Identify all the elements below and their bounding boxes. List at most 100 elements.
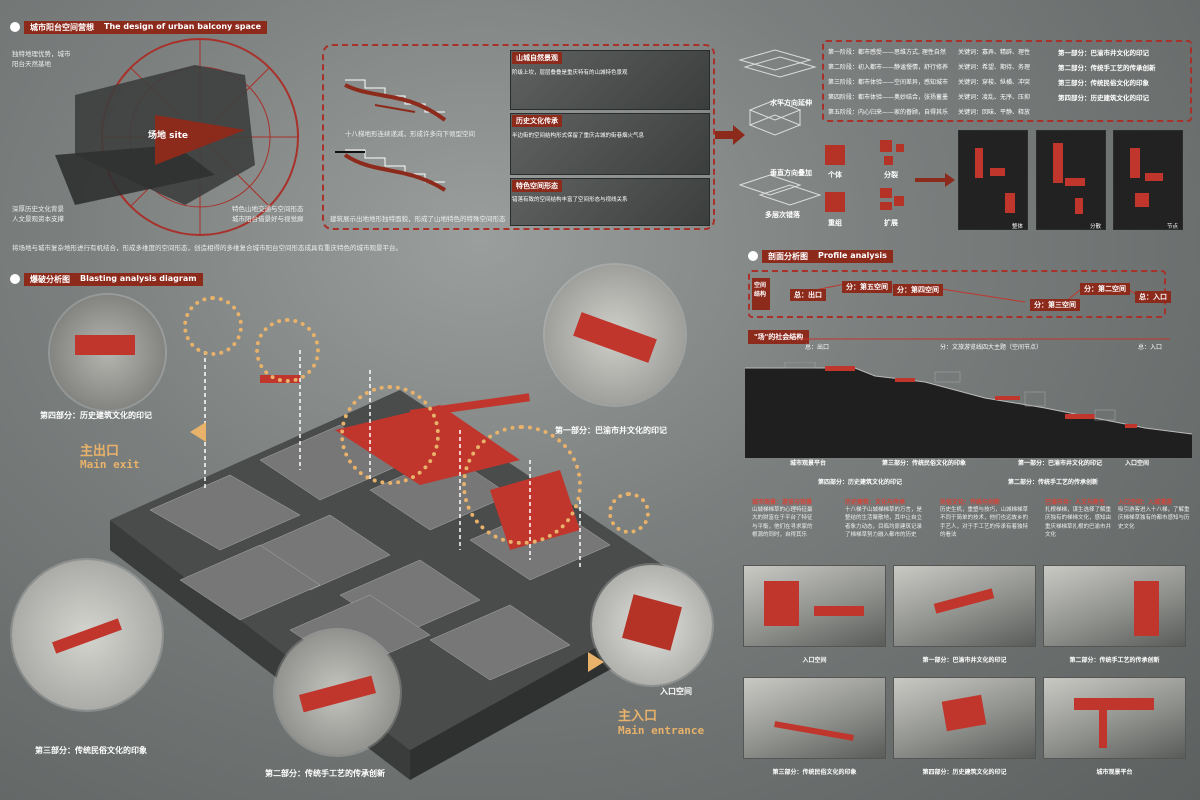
panel-text-2: 半边街的空间结构形式保留了重庆古城的街巷烟火气息: [512, 133, 645, 139]
strategy-vertical: 垂直方向叠加: [770, 169, 812, 177]
section-profile-drawing: [745, 362, 1192, 458]
blast-title-en: Blasting analysis diagram: [80, 273, 197, 283]
blast-part4: 第四部分：历史建筑文化的印记: [40, 411, 152, 420]
site-summary: 将场地与城市复杂地形进行有机结合，形成多维度的空间形态，创造相得的多维复合城市阳…: [12, 244, 402, 252]
bullet-icon: [10, 274, 20, 284]
column-body-5: 吸引游客进入十八梯，了解重庆梯梯草独有的都市感知与历史文化: [1118, 507, 1190, 530]
arrow-right-icon-2: [915, 173, 955, 187]
struct-node-2: 分：第五空间: [842, 281, 892, 293]
part-name-4: 第四部分：历史建筑文化的印记: [1058, 93, 1149, 102]
part-kw-3: 关键词：穿梭、纵横、冲突: [958, 79, 1031, 86]
column-title-4: 巴渝市井：人文与新生: [1045, 499, 1106, 506]
column-title-3: 民俗文化：传统与创新: [940, 499, 1001, 506]
struct-node-5: 分：第二空间: [1080, 283, 1130, 295]
site-text-3: 特色山地交通与空间形态 城市阳台借景好与视觉廊: [232, 205, 304, 223]
render-entrance: [743, 565, 886, 647]
entrance-marker-icon: [588, 652, 604, 672]
individual-icon: [825, 145, 845, 165]
section-header-blast: 爆破分析图 Blasting analysis diagram: [10, 272, 203, 286]
social-structure-label: "场"的社会结构: [748, 330, 810, 344]
column-title-5: 入口空间：入城漫游: [1118, 499, 1173, 506]
social-mid: 分：文旅游览线四大主题（空间节点）: [940, 344, 1043, 351]
part-name-1: 第一部分：巴渝市井文化的印记: [1058, 48, 1149, 57]
split-icon: [880, 140, 892, 152]
render-part1: [893, 565, 1036, 647]
part-kw-1: 关键词：寡弄、精辟、理性: [958, 49, 1031, 56]
detail-circle-part4: [50, 295, 165, 410]
part-kw-2: 关键词：希望、期待、务理: [958, 64, 1031, 71]
map-label-3: 节点: [1167, 224, 1179, 230]
node-analysis-box: [322, 44, 715, 230]
social-entrance: 总：入口: [1138, 344, 1163, 351]
plan-red-marks: [975, 143, 1163, 214]
struct-node-4: 分：第三空间: [1030, 299, 1080, 311]
part-stage-4: 第四阶段：都市体验——奥妙结合，张扬蓄墨: [828, 94, 949, 101]
main-entrance-cn: 主入口: [618, 709, 658, 724]
column-body-2: 十八梯子山城梯梯草的万言，是整结的生活聚散地，其中让自立者象力动态，目临均原建筑…: [845, 507, 923, 538]
render-caption-5: 第四部分：历史建筑文化的印记: [922, 769, 1007, 776]
render-caption-2: 第一部分：巴渝市井文化的印记: [922, 657, 1007, 664]
focus-ring-1: [183, 296, 243, 356]
panel-title-3: 特色空间形态: [512, 180, 562, 192]
part-name-3: 第三部分：传统民俗文化的印象: [1058, 78, 1149, 87]
render-part2: [1043, 565, 1186, 647]
header-en: The design of urban balcony space: [104, 21, 262, 31]
part-kw-4: 关键词：凌乱、无序、压抑: [958, 94, 1031, 101]
column-title-2: 历史建筑：文化与传承: [845, 499, 906, 506]
header-cn: 城市阳台空间营想: [30, 22, 94, 32]
plan-map-1: [958, 130, 1028, 230]
main-exit-en: Main exit: [80, 458, 140, 471]
parts-box: [822, 40, 1192, 122]
label-individual: 个体: [828, 171, 842, 179]
blast-entrance-space: 入口空间: [660, 687, 692, 696]
column-body-1: 山城梯梯草的心理特征最大的财富在于平台了特征与平衡，他们在寻求家的根源的同时，自…: [752, 507, 813, 538]
bullet-icon: [10, 22, 20, 32]
panel-text-1: 阶级上坎，层层叠叠是重庆特有的山城特色景观: [512, 70, 628, 76]
panel-title-2: 历史文化传承: [512, 115, 562, 127]
focus-ring-4: [462, 425, 582, 545]
site-label: 场地 site: [148, 131, 188, 141]
render-part4: [893, 677, 1036, 759]
render-caption-6: 城市观景平台: [1096, 769, 1133, 776]
column-body-4: 扎根梯梯，谋生选择了解重庆独有的梯梯文化，感知由重庆梯梯草扎根的巴渝市井文化: [1045, 507, 1112, 538]
column-body-3: 历史生机，重塑与技巧，山城梯梯草不同于简单的技术，他们也远故乡的手艺人，对于手工…: [940, 507, 1029, 538]
parts-table: 第一阶段：都市感受——思维方式, 理性自然 关键词：寡弄、精辟、理性 第一部分：巴渝…: [828, 44, 1188, 119]
part-name-2: 第二部分：传统手工艺的传承创新: [1058, 63, 1156, 72]
render-caption-1: 入口空间: [802, 657, 827, 664]
part-stage-2: 第二阶段：初入都市——静谧慢情，舒行修养: [828, 64, 949, 71]
render-viewing-platform: [1043, 677, 1186, 759]
expand-icon: [880, 188, 892, 198]
part-kw-5: 关键词：回味、平静、释放: [958, 109, 1031, 116]
node-text-2: 建筑展示出地地形独特面貌，形成了山地特色的特殊空间形态: [330, 215, 506, 223]
struct-node-1: 总：出口: [790, 289, 826, 301]
section-label-6: 第二部分：传统手工艺的传承创新: [1008, 479, 1099, 486]
photo-mountain: [510, 50, 710, 110]
section-label-4: 入口空间: [1125, 460, 1150, 467]
blast-title-cn: 爆破分析图: [30, 274, 70, 284]
strategy-horizontal: 水平方向延伸: [770, 99, 812, 107]
part-stage-3: 第三阶段：都市体验——空间差异，感知城市: [828, 79, 949, 86]
struct-node-6: 总：入口: [1135, 291, 1171, 303]
detail-circle-part3: [12, 560, 162, 710]
recombine-icon: [825, 192, 845, 212]
bullet-icon: [748, 251, 758, 261]
section-label-2: 第三部分：传统民俗文化的印象: [882, 460, 967, 467]
render-part3: [743, 677, 886, 759]
site-text-2: 深厚历史文化背景 人文景观资本支撑: [12, 205, 64, 223]
focus-ring-3: [340, 385, 440, 485]
blast-part1: 第一部分：巴渝市井文化的印记: [555, 426, 667, 435]
main-exit-cn: 主出口: [80, 444, 120, 459]
section-label-3: 第一部分：巴渝市井文化的印记: [1018, 460, 1103, 467]
section-label-1: 城市观景平台: [790, 460, 827, 467]
strategy-multilayer: 多层次错落: [765, 211, 800, 219]
section-header-balcony: 城市阳台空间营想 The design of urban balcony spac…: [10, 20, 268, 34]
structure-label: 空间结构: [752, 278, 770, 310]
render-caption-4: 第三部分：传统民俗文化的印象: [772, 769, 857, 776]
blast-part3: 第三部分：传统民俗文化的印象: [35, 746, 147, 755]
arrow-right-icon: [715, 125, 745, 145]
focus-ring-2: [255, 318, 320, 383]
blast-part2: 第二部分：传统手工艺的传承创新: [265, 769, 385, 778]
part-stage-5: 第五阶段：内心归来——家的眷顾，自得其乐: [828, 109, 949, 116]
part-stage-1: 第一阶段：都市感受——思维方式, 理性自然: [828, 49, 946, 56]
profile-title-en: Profile analysis: [818, 250, 887, 260]
